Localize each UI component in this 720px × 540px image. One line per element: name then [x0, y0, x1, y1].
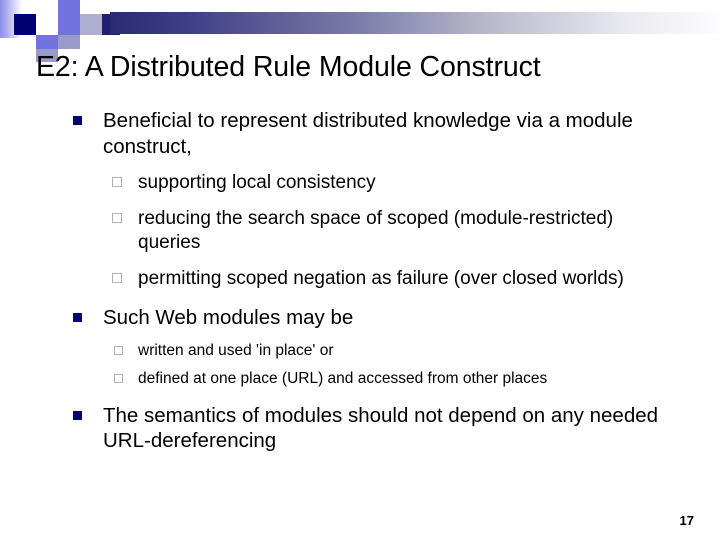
bullet-text: Beneficial to represent distributed know…	[103, 109, 633, 158]
bullet-level1: Beneficial to represent distributed know…	[0, 108, 720, 159]
bullet-level2: reducing the search space of scoped (mod…	[0, 207, 720, 255]
bullet-text: written and used 'in place' or	[138, 341, 334, 359]
bullet-square-hollow-icon	[112, 213, 122, 223]
bullet-level2-small: written and used 'in place' or	[0, 341, 720, 361]
bullet-square-hollow-icon	[114, 373, 123, 383]
spacer	[0, 159, 720, 171]
bullet-level2: supporting local consistency	[0, 171, 720, 195]
slide-body: Beneficial to represent distributed know…	[0, 108, 720, 454]
decoration-square-periwinkle-top	[58, 0, 80, 14]
decoration-gradient-bar	[110, 12, 720, 34]
bullet-text: permitting scoped negation as failure (o…	[138, 268, 624, 289]
bullet-square-filled-icon	[73, 313, 82, 322]
bullet-text: supporting local consistency	[138, 172, 376, 193]
spacer	[0, 195, 720, 207]
bullet-text: Such Web modules may be	[103, 306, 354, 329]
bullet-level1: Such Web modules may be	[0, 305, 720, 331]
decoration-square-light-mid	[80, 14, 102, 35]
bullet-square-filled-icon	[73, 116, 82, 125]
bullet-text: defined at one place (URL) and accessed …	[138, 369, 548, 387]
slide-title: E2: A Distributed Rule Module Construct	[36, 51, 541, 83]
bullet-level2: permitting scoped negation as failure (o…	[0, 267, 720, 291]
decoration-square-periwinkle-low	[36, 35, 58, 49]
spacer	[0, 291, 720, 305]
bullet-square-filled-icon	[73, 410, 82, 420]
decoration-square-navy	[14, 14, 36, 35]
bullet-text: The semantics of modules should not depe…	[103, 403, 659, 453]
decoration-square-light-top	[36, 0, 58, 14]
bullet-square-hollow-icon	[114, 345, 123, 355]
bullet-square-hollow-icon	[112, 177, 122, 187]
spacer	[0, 361, 720, 369]
spacer	[0, 255, 720, 267]
page-number: 17	[679, 513, 694, 528]
decoration-square-muted-low	[58, 35, 80, 49]
decoration-square-periwinkle-mid	[58, 14, 80, 35]
bullet-text: reducing the search space of scoped (mod…	[138, 208, 614, 253]
spacer	[0, 331, 720, 341]
spacer	[0, 389, 720, 403]
slide-header-decoration	[0, 0, 720, 62]
decoration-square-muted-bottom	[36, 49, 58, 62]
bullet-level2-small: defined at one place (URL) and accessed …	[0, 369, 720, 389]
bullet-square-hollow-icon	[112, 273, 122, 283]
bullet-level1: The semantics of modules should not depe…	[0, 403, 720, 454]
